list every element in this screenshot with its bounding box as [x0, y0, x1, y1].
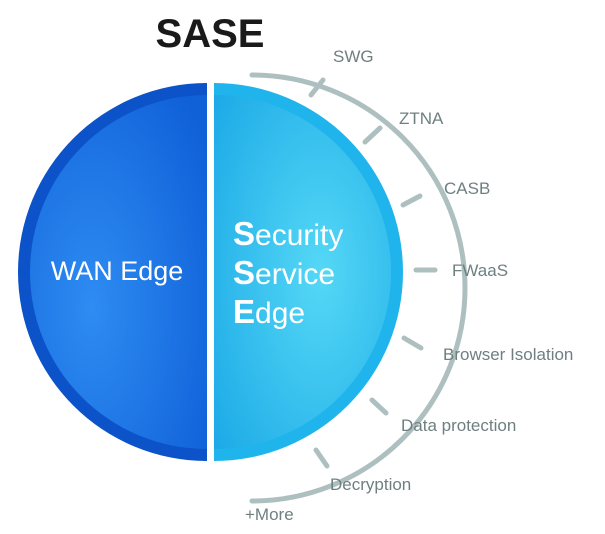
capability-fwaas: FWaaS [452, 261, 508, 280]
capability-data-protection: Data protection [401, 416, 516, 435]
sse-rest-security: ecurity [255, 219, 343, 252]
sse-initial-e: E [233, 293, 255, 330]
center-divider [207, 80, 214, 464]
sse-line-service: Service [233, 254, 335, 291]
tick-decryption [313, 447, 330, 469]
capability-decryption: Decryption [330, 475, 411, 494]
tick-ztna [362, 125, 383, 145]
sse-initial-s1: S [233, 215, 255, 252]
tick-swg [308, 77, 326, 98]
capability-more: +More [245, 505, 294, 524]
security-service-edge-half: Security Service Edge [214, 83, 403, 461]
tick-data-protection [369, 397, 389, 416]
capability-casb: CASB [444, 179, 490, 198]
sse-line-edge: Edge [233, 293, 305, 330]
sse-rest-service: ervice [255, 258, 335, 291]
sse-rest-edge: dge [255, 297, 305, 330]
capability-arc [249, 72, 468, 504]
sse-line-security: Security [233, 215, 343, 252]
capability-ticks [308, 77, 438, 469]
capability-ztna: ZTNA [399, 109, 444, 128]
capability-swg: SWG [333, 47, 374, 66]
diagram-title: SASE [156, 12, 265, 56]
wan-edge-half: WAN Edge [18, 83, 207, 461]
wan-edge-label: WAN Edge [51, 256, 184, 286]
tick-casb [400, 193, 423, 208]
sse-initial-s2: S [233, 254, 255, 291]
capability-browser-isolation: Browser Isolation [443, 345, 573, 364]
tick-browser-isolation [401, 335, 424, 351]
